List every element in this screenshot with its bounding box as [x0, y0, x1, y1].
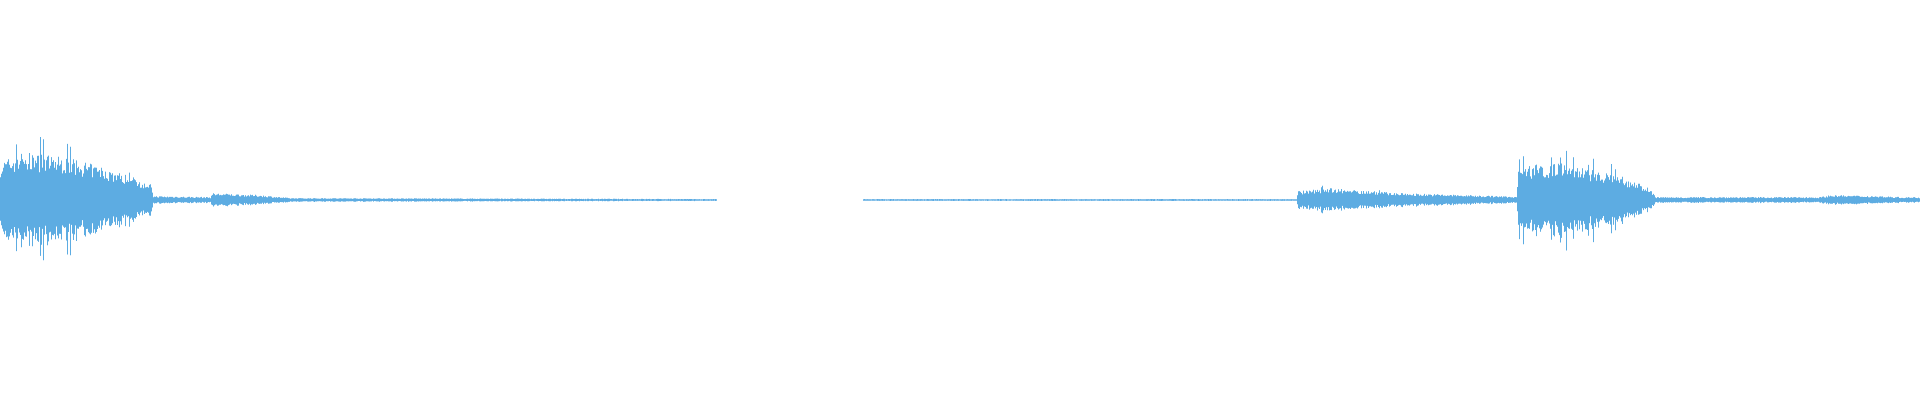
waveform-peaks — [0, 137, 1920, 261]
